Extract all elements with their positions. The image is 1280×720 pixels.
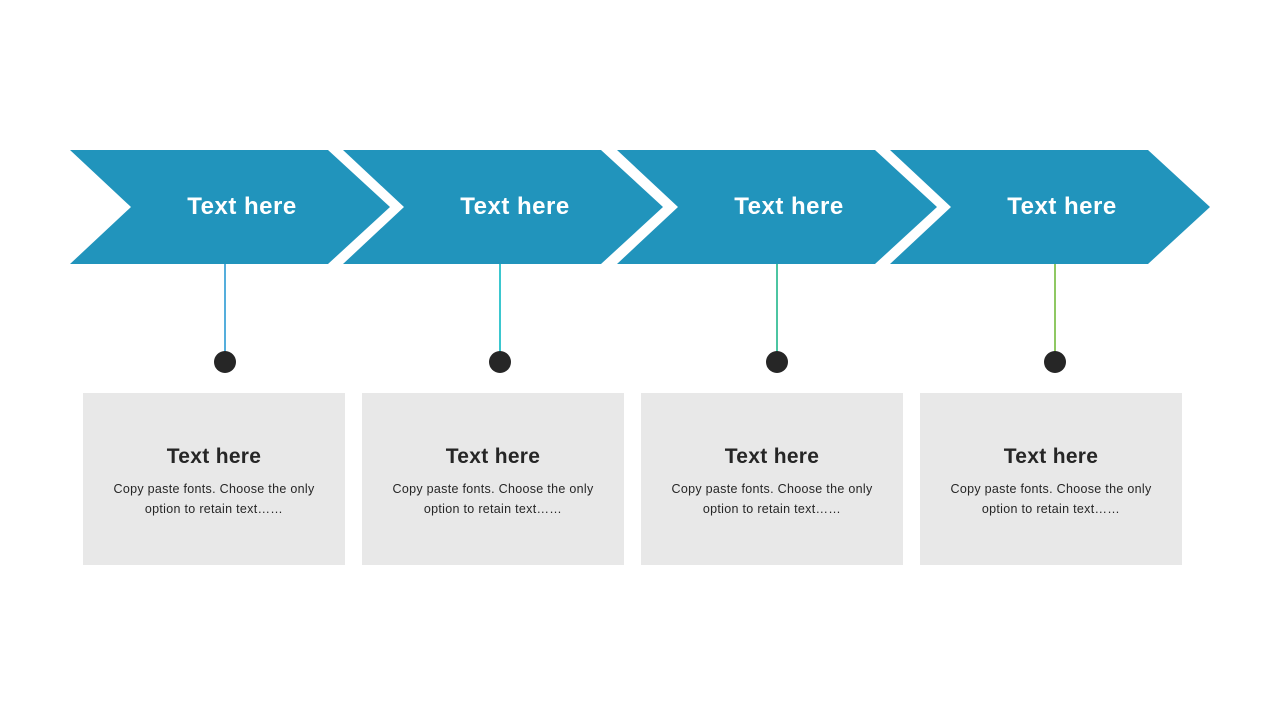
step-3-card-title: Text here xyxy=(724,445,820,468)
step-4-arrow[interactable]: Text here xyxy=(890,150,1210,264)
step-4-connector-line xyxy=(1054,264,1056,354)
step-3-connector-line xyxy=(776,264,778,354)
step-2-card[interactable]: Text here Copy paste fonts. Choose the o… xyxy=(362,393,624,565)
step-1-card-title: Text here xyxy=(166,445,262,468)
step-2-arrow[interactable]: Text here xyxy=(343,150,663,264)
step-4-card[interactable]: Text here Copy paste fonts. Choose the o… xyxy=(920,393,1182,565)
step-3-arrow-label: Text here xyxy=(734,193,844,220)
step-3-card[interactable]: Text here Copy paste fonts. Choose the o… xyxy=(641,393,903,565)
step-2-card-title: Text here xyxy=(445,445,541,468)
step-2-card-body: Copy paste fonts. Choose the only option… xyxy=(392,482,594,516)
step-1-connector-line xyxy=(224,264,226,354)
step-1-card[interactable]: Text here Copy paste fonts. Choose the o… xyxy=(83,393,345,565)
step-3-card-body: Copy paste fonts. Choose the only option… xyxy=(671,482,873,516)
step-1-arrow[interactable]: Text here xyxy=(70,150,390,264)
step-1-card-body: Copy paste fonts. Choose the only option… xyxy=(113,482,315,516)
step-4-arrow-label: Text here xyxy=(1007,193,1117,220)
step-1-dot xyxy=(214,351,236,373)
step-4-card-body: Copy paste fonts. Choose the only option… xyxy=(950,482,1152,516)
step-2-arrow-label: Text here xyxy=(460,193,570,220)
step-2-dot xyxy=(489,351,511,373)
step-2-connector-line xyxy=(499,264,501,354)
step-3-arrow[interactable]: Text here xyxy=(617,150,937,264)
step-4-card-title: Text here xyxy=(1003,445,1099,468)
step-1-arrow-label: Text here xyxy=(187,193,297,220)
step-4-dot xyxy=(1044,351,1066,373)
step-3-dot xyxy=(766,351,788,373)
